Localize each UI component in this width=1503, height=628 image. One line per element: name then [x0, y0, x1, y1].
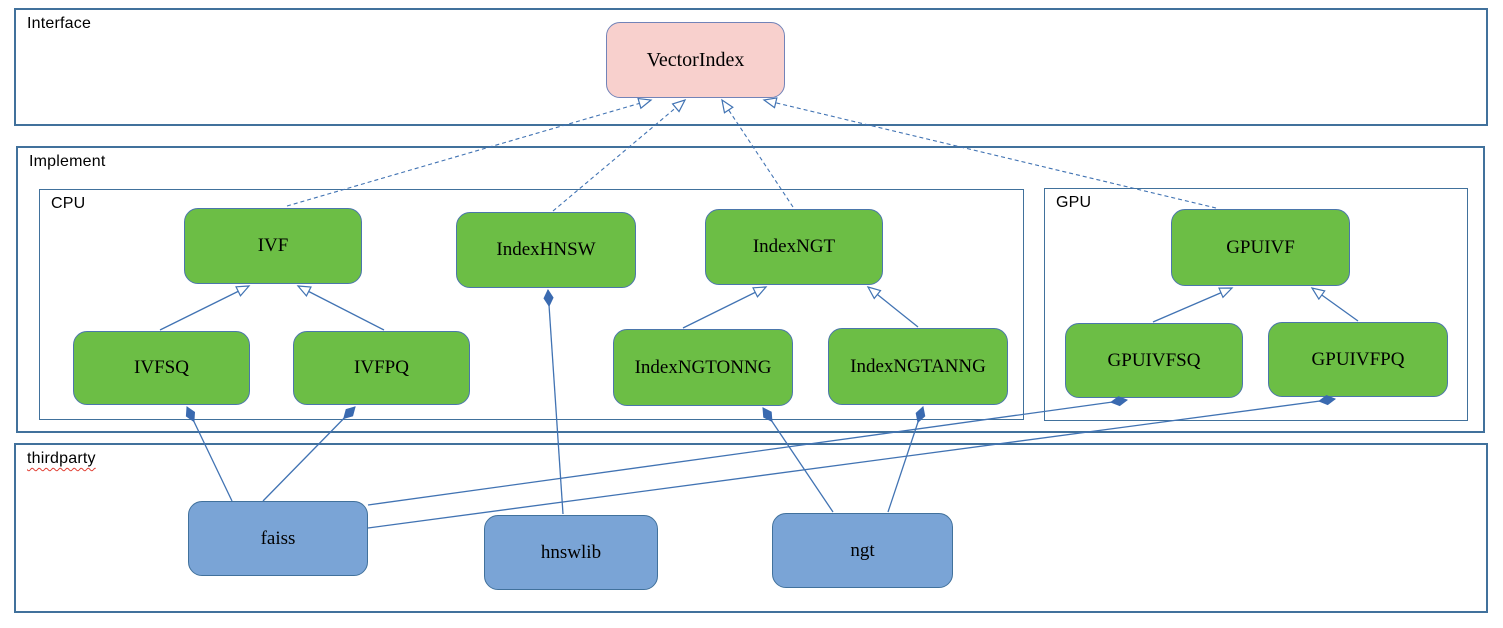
section-implement-label: Implement [29, 153, 106, 170]
node-ivf[interactable]: IVF [184, 208, 362, 284]
node-ivfsq-label: IVFSQ [134, 357, 189, 378]
section-gpu-label: GPU [1056, 194, 1092, 211]
node-hnswlib[interactable]: hnswlib [484, 515, 658, 590]
node-indexngtanng-label: IndexNGTANNG [850, 355, 986, 377]
node-ivf-label: IVF [257, 235, 289, 256]
node-indexngtanng[interactable]: IndexNGTANNG [828, 328, 1008, 405]
section-thirdparty-label: thirdparty [27, 450, 96, 467]
node-gpuivfpq[interactable]: GPUIVFPQ [1268, 322, 1448, 397]
node-ivfsq[interactable]: IVFSQ [73, 331, 250, 405]
node-indexngtonng-label: IndexNGTONNG [634, 356, 772, 378]
node-indexhnsw-label: IndexHNSW [496, 239, 596, 260]
node-gpuivfsq[interactable]: GPUIVFSQ [1065, 323, 1243, 398]
node-indexngt-label: IndexNGT [752, 236, 836, 257]
node-vectorindex-label: VectorIndex [646, 48, 745, 71]
section-interface-label: Interface [27, 15, 92, 32]
node-gpuivf[interactable]: GPUIVF [1171, 209, 1350, 286]
node-faiss[interactable]: faiss [188, 501, 368, 576]
node-hnswlib-label: hnswlib [540, 541, 602, 563]
node-vectorindex[interactable]: VectorIndex [606, 22, 785, 98]
section-cpu-label: CPU [51, 195, 86, 212]
node-ngt-label: ngt [850, 539, 875, 561]
node-ivfpq[interactable]: IVFPQ [293, 331, 470, 405]
node-ivfpq-label: IVFPQ [354, 357, 409, 378]
node-gpuivf-label: GPUIVF [1226, 236, 1295, 258]
node-gpuivfsq-label: GPUIVFSQ [1107, 349, 1201, 371]
node-indexhnsw[interactable]: IndexHNSW [456, 212, 636, 288]
node-indexngt[interactable]: IndexNGT [705, 209, 883, 285]
node-indexngtonng[interactable]: IndexNGTONNG [613, 329, 793, 406]
node-faiss-label: faiss [260, 527, 296, 549]
node-gpuivfpq-label: GPUIVFPQ [1311, 348, 1405, 370]
node-ngt[interactable]: ngt [772, 513, 953, 588]
